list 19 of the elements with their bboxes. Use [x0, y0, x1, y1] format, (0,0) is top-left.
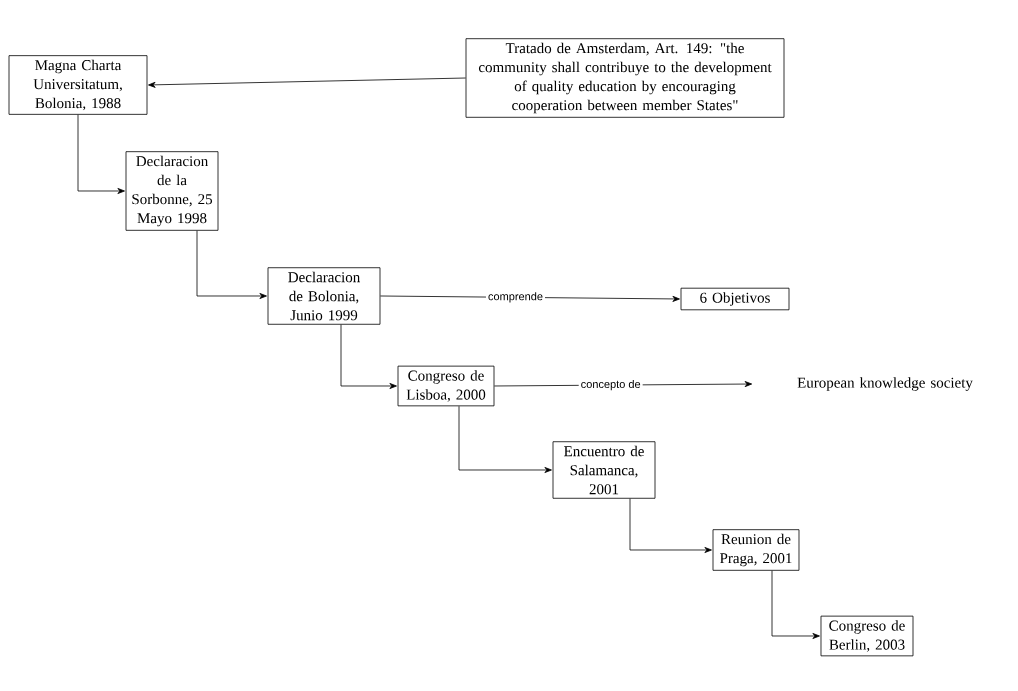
edge-label: comprende [486, 290, 545, 305]
arrow [77, 114, 125, 194]
text-box: Encuentro de Salamanca, 2001 [552, 441, 656, 499]
arrow [196, 230, 267, 299]
arrow [629, 498, 712, 553]
text-label: European knowledge society [797, 377, 973, 391]
text-box: Tratado de Amsterdam, Art. 149: "the community shall contribuye to the development of quality education by encouraging cooperation between member States" [465, 38, 785, 118]
text-box: Congreso de Berlin, 2003 [820, 615, 914, 657]
text-box: Declaracion de la Sorbonne, 25 Mayo 1998 [125, 151, 219, 231]
text-box: Magna Charta Universitatum, Bolonia, 1988 [8, 55, 148, 115]
text-box: Congreso de Lisboa, 2000 [397, 365, 495, 407]
text-box: Declaracion de Bolonia, Junio 1999 [267, 267, 381, 325]
text-box: Reunion de Praga, 2001 [712, 529, 800, 571]
edge-label: concepto de [578, 377, 643, 393]
arrow [458, 405, 552, 473]
text-box: 6 Objetivos [680, 287, 790, 311]
arrow [771, 570, 820, 639]
arrow [340, 324, 397, 389]
arrow [148, 77, 466, 88]
